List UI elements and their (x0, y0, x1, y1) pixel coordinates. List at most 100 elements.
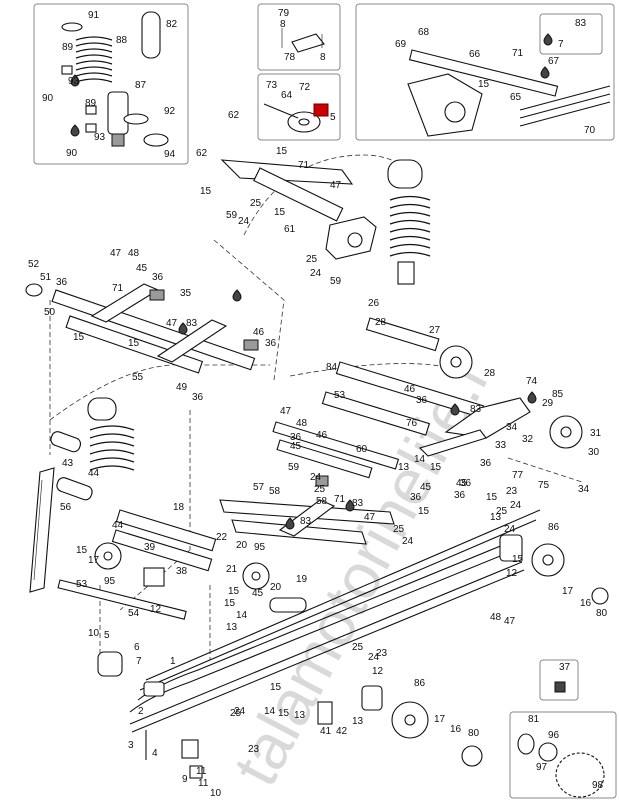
callout-number: 46 (253, 327, 265, 338)
callout-number: 13 (352, 716, 364, 727)
callout-number: 62 (196, 148, 208, 159)
callout-number: 24 (238, 216, 250, 227)
callout-number: 59 (288, 462, 300, 473)
callout-number: 24 (510, 500, 522, 511)
callout-number: 14 (264, 706, 276, 717)
callout-number: 39 (144, 542, 156, 553)
callout-number: 59 (226, 210, 238, 221)
callout-number: 73 (266, 80, 278, 91)
callout-number: 45 (136, 263, 148, 274)
callout-number: 90 (42, 93, 54, 104)
callout-number: 5 (104, 630, 110, 641)
callout-number: 13 (398, 462, 410, 473)
callout-number: 12 (150, 604, 162, 615)
callout-number: 13 (490, 512, 502, 523)
callout-number: 93 (68, 76, 80, 87)
callout-number: 15 (430, 462, 442, 473)
callout-number: 71 (298, 160, 310, 171)
callout-number: 45 (290, 441, 302, 452)
oil-drop-icons (70, 33, 553, 530)
callout-number: 41 (320, 726, 332, 737)
callout-number: 14 (236, 610, 248, 621)
callout-number: 85 (552, 389, 564, 400)
callout-number: 4 (152, 748, 158, 759)
callout-number: 30 (588, 447, 600, 458)
callout-number: 77 (512, 470, 524, 481)
callout-number: 91 (88, 10, 100, 21)
callout-number: 44 (88, 468, 100, 479)
callout-number: 25 (496, 506, 508, 517)
callout-number: 65 (510, 92, 522, 103)
callout-number: 28 (375, 317, 387, 328)
callout-number: 36 (410, 492, 422, 503)
callout-number: 34 (578, 484, 590, 495)
callout-number: 98 (592, 780, 604, 791)
callout-number: 58 (316, 496, 328, 507)
callout-number: 25 (314, 484, 326, 495)
callout-number: 36 (265, 338, 277, 349)
callout-number: 93 (94, 132, 106, 143)
callout-number: 7 (558, 39, 564, 50)
callout-number: 69 (395, 39, 407, 50)
callout-number: 15 (73, 332, 85, 343)
callout-number: 1 (170, 656, 176, 667)
callout-number: 48 (296, 418, 308, 429)
callout-number: 82 (166, 19, 178, 30)
lower-rear-wheels (317, 587, 609, 767)
callout-number: 45 (252, 588, 264, 599)
callout-number: 15 (228, 586, 240, 597)
inset-idler-wheel (257, 73, 341, 141)
callout-number: 51 (40, 272, 52, 283)
callout-number: 15 (274, 207, 286, 218)
callout-number: 52 (28, 259, 40, 270)
callout-number: 10 (88, 628, 100, 639)
callout-number: 16 (580, 598, 592, 609)
callout-number: 15 (278, 708, 290, 719)
callout-number: 56 (60, 502, 72, 513)
callout-number: 83 (575, 18, 587, 29)
callout-number: 36 (290, 432, 302, 443)
callout-number: 55 (132, 372, 144, 383)
callout-number: 15 (224, 598, 236, 609)
callout-number: 17 (434, 714, 446, 725)
callout-number: 83 (186, 318, 198, 329)
callout-number: 18 (173, 502, 185, 513)
callout-number: 47 (166, 318, 178, 329)
callout-number: 16 (450, 724, 462, 735)
lower-idler-cluster (56, 477, 307, 620)
callout-number: 15 (418, 506, 430, 517)
callout-number: 80 (596, 608, 608, 619)
callout-number: 62 (228, 110, 240, 121)
callout-number: 72 (299, 82, 311, 93)
callout-number: 83 (352, 498, 364, 509)
callout-number: 47 (504, 616, 516, 627)
callout-number: 78 (284, 52, 296, 63)
oil-drop-icon (285, 517, 295, 530)
callout-number: 15 (276, 146, 288, 157)
oil-drop-icon (232, 289, 242, 302)
callout-number: 31 (590, 428, 602, 439)
callout-number: 44 (112, 520, 124, 531)
callout-number: 71 (112, 283, 124, 294)
callout-number: 57 (253, 482, 265, 493)
callout-number: 67 (548, 56, 560, 67)
callout-number: 45 (420, 482, 432, 493)
callout-number: 23 (506, 486, 518, 497)
callout-number: 28 (484, 368, 496, 379)
callout-number: 17 (562, 586, 574, 597)
callout-number: 12 (372, 666, 384, 677)
callout-number: 47 (364, 512, 376, 523)
upper-pivot-arm (220, 159, 377, 260)
callout-number: 36 (56, 277, 68, 288)
inset-bottom-right-wheel (509, 711, 617, 799)
callout-number: 22 (216, 532, 228, 543)
callout-number: 83 (300, 516, 312, 527)
callout-number: 25 (306, 254, 318, 265)
callout-number: 48 (128, 248, 140, 259)
callout-number: 71 (334, 494, 346, 505)
callout-number: 53 (76, 579, 88, 590)
callout-number: 86 (548, 522, 560, 533)
callout-number: 36 (192, 392, 204, 403)
oil-drop-icon (70, 74, 80, 87)
callout-number: 38 (176, 566, 188, 577)
